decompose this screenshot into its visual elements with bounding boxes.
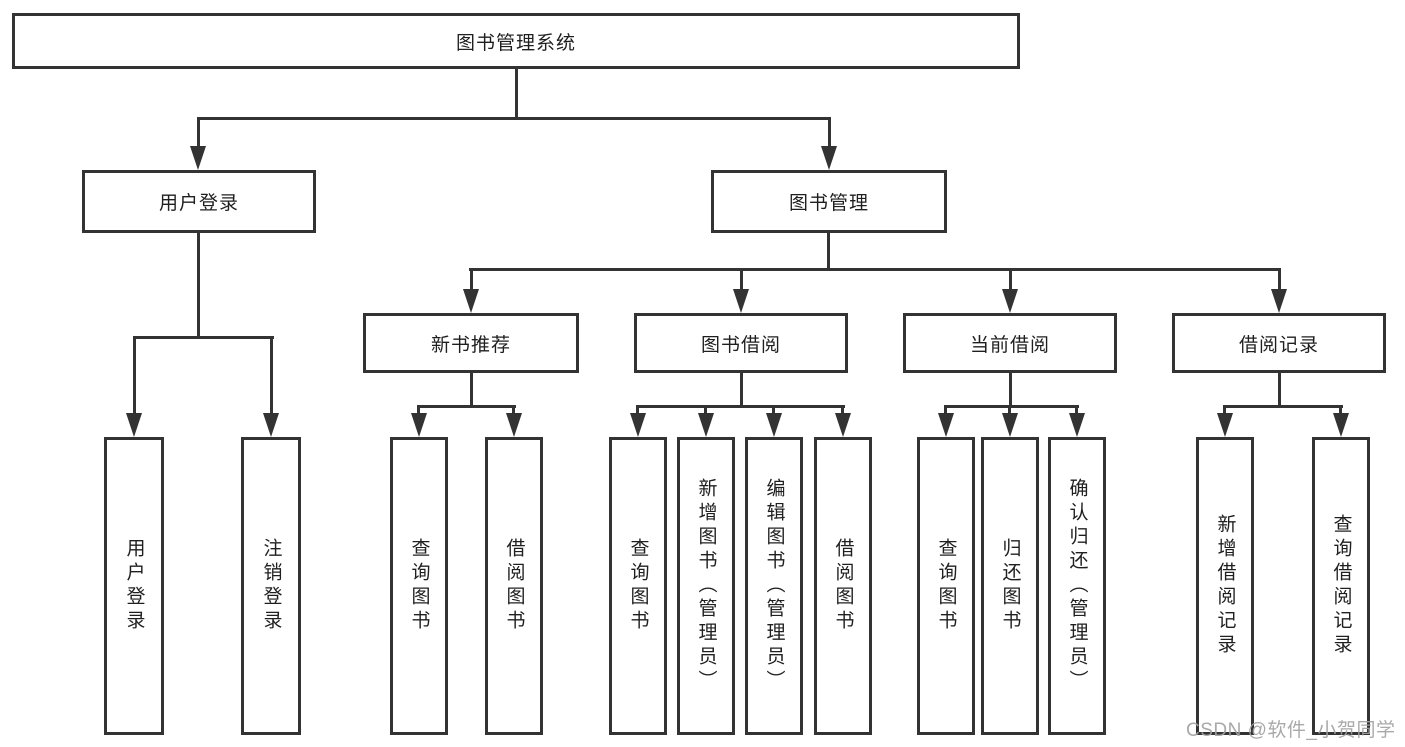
leaf-current-return-books: 归还图书 <box>981 437 1039 735</box>
leaf-records-query-borrow-record: 查询借阅记录 <box>1312 437 1370 735</box>
connector-line <box>704 405 707 417</box>
connector-line <box>515 68 518 120</box>
connector-line <box>417 405 420 417</box>
connector-line <box>827 233 830 271</box>
leaf-records-add-borrow-record: 新增借阅记录 <box>1196 437 1254 735</box>
connector-line <box>1223 405 1343 408</box>
node-borrowing-records: 借阅记录 <box>1172 313 1386 373</box>
connector-line <box>197 117 200 151</box>
connector-line <box>772 405 775 417</box>
node-label: 借阅图书 <box>503 538 525 634</box>
node-label: 查询图书 <box>935 538 957 634</box>
connector-line <box>740 268 743 292</box>
arrow-down-icon <box>190 146 206 170</box>
arrow-down-icon <box>463 289 479 313</box>
connector-line <box>636 405 639 417</box>
connector-line <box>1009 268 1012 292</box>
node-label: 借阅记录 <box>1238 334 1319 356</box>
node-label: 新增借阅记录 <box>1214 514 1236 658</box>
leaf-borrowing-borrow-books: 借阅图书 <box>814 437 872 735</box>
node-label: 确认归还（管理员） <box>1066 478 1088 694</box>
leaf-current-query-books: 查询图书 <box>917 437 975 735</box>
node-label: 新增图书（管理员） <box>695 478 717 694</box>
arrow-down-icon <box>698 413 714 437</box>
leaf-borrowing-edit-book-admin: 编辑图书（管理员） <box>745 437 803 735</box>
node-label: 图书管理 <box>788 193 869 214</box>
leaf-borrowing-query-books: 查询图书 <box>609 437 667 735</box>
connector-line <box>270 336 273 415</box>
node-book-management: 图书管理 <box>711 170 947 233</box>
arrow-down-icon <box>263 413 279 437</box>
arrow-down-icon <box>1002 413 1018 437</box>
node-label: 注销登录 <box>260 538 282 634</box>
arrow-down-icon <box>506 413 522 437</box>
connector-line <box>133 336 136 415</box>
node-label: 查询借阅记录 <box>1330 514 1352 658</box>
connector-line <box>470 268 473 292</box>
node-label: 图书借阅 <box>700 334 781 356</box>
node-label: 查询图书 <box>408 538 430 634</box>
node-new-book-recommend: 新书推荐 <box>363 313 579 373</box>
node-label: 查询图书 <box>627 538 649 634</box>
arrow-down-icon <box>1333 413 1349 437</box>
node-current-borrowing: 当前借阅 <box>903 313 1117 373</box>
connector-line <box>1223 405 1226 417</box>
leaf-recommend-borrow-books: 借阅图书 <box>485 437 543 735</box>
leaf-logout: 注销登录 <box>241 437 301 735</box>
connector-line <box>828 117 831 151</box>
node-label: 编辑图书（管理员） <box>763 478 785 694</box>
arrow-down-icon <box>835 413 851 437</box>
connector-line <box>133 336 274 339</box>
node-book-borrowing: 图书借阅 <box>634 313 848 373</box>
connector-line <box>469 268 1281 271</box>
watermark: CSDN @软件_小贺同学 <box>1186 720 1396 741</box>
node-label: 归还图书 <box>999 538 1021 634</box>
arrow-down-icon <box>1002 289 1018 313</box>
node-label: 当前借阅 <box>969 334 1050 356</box>
connector-line <box>417 405 516 408</box>
arrow-down-icon <box>733 289 749 313</box>
node-label: 借阅图书 <box>832 538 854 634</box>
connector-line <box>1278 268 1281 292</box>
leaf-current-confirm-return-admin: 确认归还（管理员） <box>1048 437 1106 735</box>
connector-line <box>197 233 200 339</box>
arrow-down-icon <box>630 413 646 437</box>
connector-line <box>944 405 1079 408</box>
arrow-down-icon <box>766 413 782 437</box>
leaf-user-login: 用户登录 <box>104 437 164 735</box>
connector-line <box>470 371 473 408</box>
arrow-down-icon <box>1217 413 1233 437</box>
leaf-borrowing-add-book-admin: 新增图书（管理员） <box>677 437 735 735</box>
connector-line <box>944 405 947 417</box>
node-label: 用户登录 <box>158 193 239 214</box>
connector-line <box>197 117 831 120</box>
node-label: 新书推荐 <box>430 334 511 356</box>
arrow-down-icon <box>1069 413 1085 437</box>
connector-line <box>1008 405 1011 417</box>
node-user-login: 用户登录 <box>82 170 316 233</box>
connector-line <box>1009 371 1012 408</box>
leaf-recommend-query-books: 查询图书 <box>390 437 448 735</box>
connector-line <box>1075 405 1078 417</box>
connector-line <box>512 405 515 417</box>
connector-line <box>740 371 743 408</box>
arrow-down-icon <box>821 146 837 170</box>
arrow-down-icon <box>938 413 954 437</box>
node-label: 用户登录 <box>123 538 145 634</box>
connector-line <box>636 405 845 408</box>
arrow-down-icon <box>1271 289 1287 313</box>
arrow-down-icon <box>411 413 427 437</box>
connector-line <box>1278 371 1281 408</box>
connector-line <box>1339 405 1342 417</box>
arrow-down-icon <box>126 413 142 437</box>
node-library-system: 图书管理系统 <box>12 13 1020 69</box>
node-label: 图书管理系统 <box>455 32 576 54</box>
connector-line <box>841 405 844 417</box>
